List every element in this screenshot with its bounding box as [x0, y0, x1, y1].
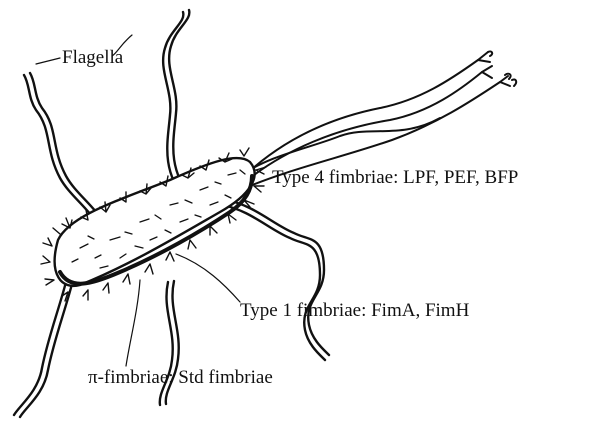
pi-fimbriae-label: π-fimbriae: Std fimbriae — [88, 368, 273, 387]
type-1-fimbriae-label: Type 1 fimbriae: FimA, FimH — [240, 301, 469, 320]
type-4-fimbriae-label: Type 4 fimbriae: LPF, PEF, BFP — [272, 168, 518, 187]
flagella-label: Flagella — [62, 48, 123, 67]
cell-body — [55, 158, 255, 286]
